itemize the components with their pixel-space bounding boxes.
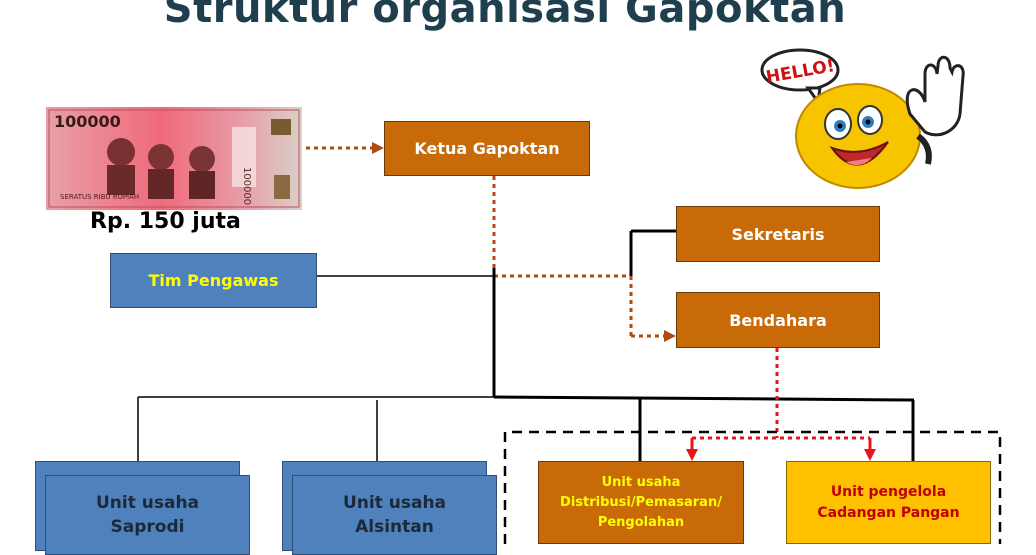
unit-alsintan-line2: Alsintan bbox=[355, 517, 434, 537]
unit-alsintan-box: Unit usaha Alsintan bbox=[292, 475, 497, 555]
sekretaris-box: Sekretaris bbox=[676, 206, 880, 262]
bendahara-box: Bendahara bbox=[676, 292, 880, 348]
ketua-gapoktan-label: Ketua Gapoktan bbox=[414, 139, 560, 158]
unit-distribusi-box: Unit usaha Distribusi/Pemasaran/ Pengola… bbox=[538, 461, 744, 544]
banknote-denomination: 100000 bbox=[54, 112, 121, 131]
funding-caption: Rp. 150 juta bbox=[90, 209, 241, 234]
sekretaris-label: Sekretaris bbox=[731, 224, 825, 244]
unit-distribusi-line2: Distribusi/Pemasaran/ bbox=[560, 494, 722, 510]
hello-smiley-icon: HELLO! bbox=[760, 44, 990, 194]
unit-saprodi-line2: Saprodi bbox=[110, 517, 185, 537]
tim-pengawas-label: Tim Pengawas bbox=[148, 271, 279, 290]
unit-cadangan-line2: Cadangan Pangan bbox=[817, 504, 960, 521]
bendahara-label: Bendahara bbox=[729, 310, 827, 330]
unit-cadangan-line1: Unit pengelola bbox=[830, 483, 947, 500]
page-title: Struktur organisasi Gapoktan bbox=[163, 0, 847, 32]
unit-cadangan-box: Unit pengelola Cadangan Pangan bbox=[786, 461, 991, 544]
svg-text:SERATUS RIBU RUPIAH: SERATUS RIBU RUPIAH bbox=[60, 193, 139, 201]
unit-alsintan-line1: Unit usaha bbox=[342, 493, 447, 513]
svg-text:100000: 100000 bbox=[241, 167, 252, 205]
unit-distribusi-line3: Pengolahan bbox=[597, 514, 685, 530]
ketua-gapoktan-box: Ketua Gapoktan bbox=[384, 121, 590, 176]
unit-distribusi-line1: Unit usaha bbox=[601, 474, 681, 490]
banknote-image: 100000 100000 SERATUS RIBU RUPIAH bbox=[46, 107, 302, 210]
tim-pengawas-box: Tim Pengawas bbox=[110, 253, 317, 308]
unit-saprodi-box: Unit usaha Saprodi bbox=[45, 475, 250, 555]
unit-saprodi-line1: Unit usaha bbox=[95, 493, 200, 513]
